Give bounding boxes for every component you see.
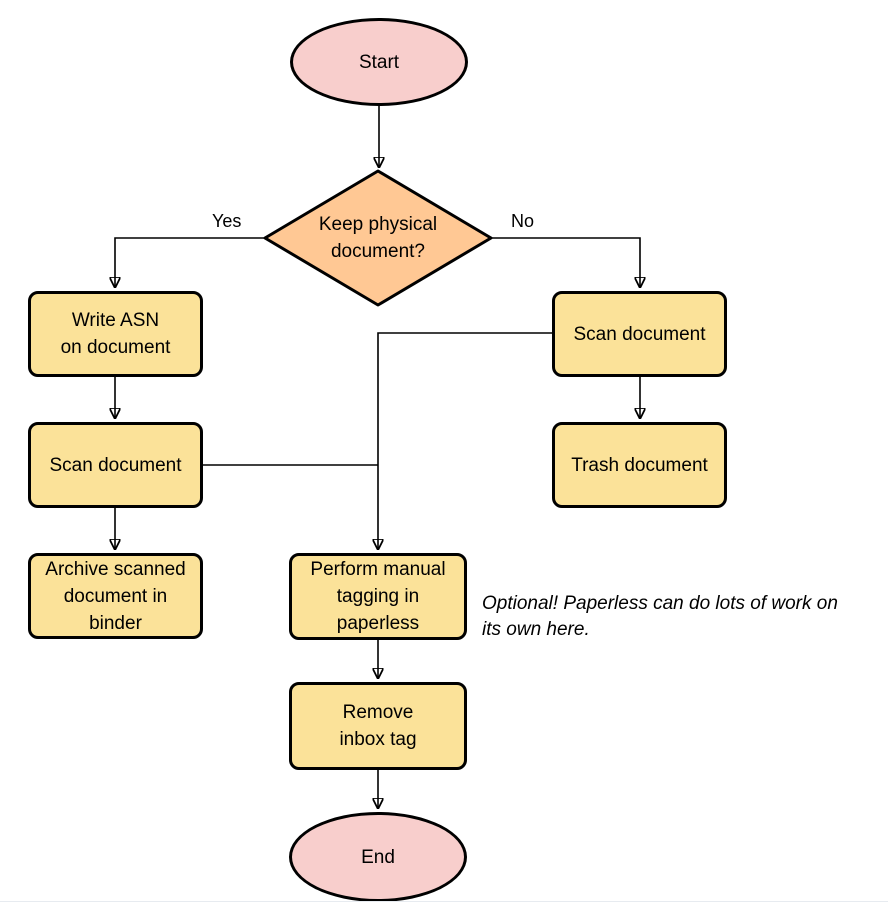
node-start: Start	[290, 18, 468, 106]
edge-decision-yes-to-write-asn	[115, 237, 265, 287]
node-archive-binder-label: Archive scanned document in binder	[45, 558, 186, 634]
node-end: End	[289, 812, 467, 902]
node-manual-tagging-label: Perform manual tagging in paperless	[310, 559, 446, 634]
annotation-optional-note: Optional! Paperless can do lots of work …	[482, 593, 838, 640]
node-write-asn: Write ASN on document	[28, 291, 203, 377]
edge-label-yes: Yes	[210, 210, 244, 232]
node-decision-label: Keep physical document?	[318, 214, 438, 262]
bottom-divider	[0, 901, 888, 902]
node-start-label: Start	[358, 51, 400, 73]
node-decision: Keep physical document?	[263, 169, 493, 307]
node-archive-binder: Archive scanned document in binder	[28, 553, 203, 639]
node-remove-inbox-tag-label: Remove inbox tag	[339, 702, 417, 750]
node-write-asn-label: Write ASN on document	[60, 310, 171, 358]
node-scan-document-right: Scan document	[552, 291, 727, 377]
decision-diamond-shape	[263, 169, 493, 307]
node-trash-document: Trash document	[552, 422, 727, 508]
node-manual-tagging: Perform manual tagging in paperless	[289, 553, 467, 640]
node-scan-document-right-label: Scan document	[573, 323, 706, 345]
edge-decision-no-to-scan-right	[492, 237, 640, 287]
edge-scan-right-to-tagging	[378, 332, 552, 549]
node-trash-document-label: Trash document	[571, 454, 708, 476]
node-remove-inbox-tag: Remove inbox tag	[289, 682, 467, 770]
node-end-label: End	[361, 846, 395, 868]
edge-label-no: No	[509, 210, 537, 232]
node-scan-document-left: Scan document	[28, 422, 203, 508]
node-scan-document-left-label: Scan document	[49, 454, 182, 476]
